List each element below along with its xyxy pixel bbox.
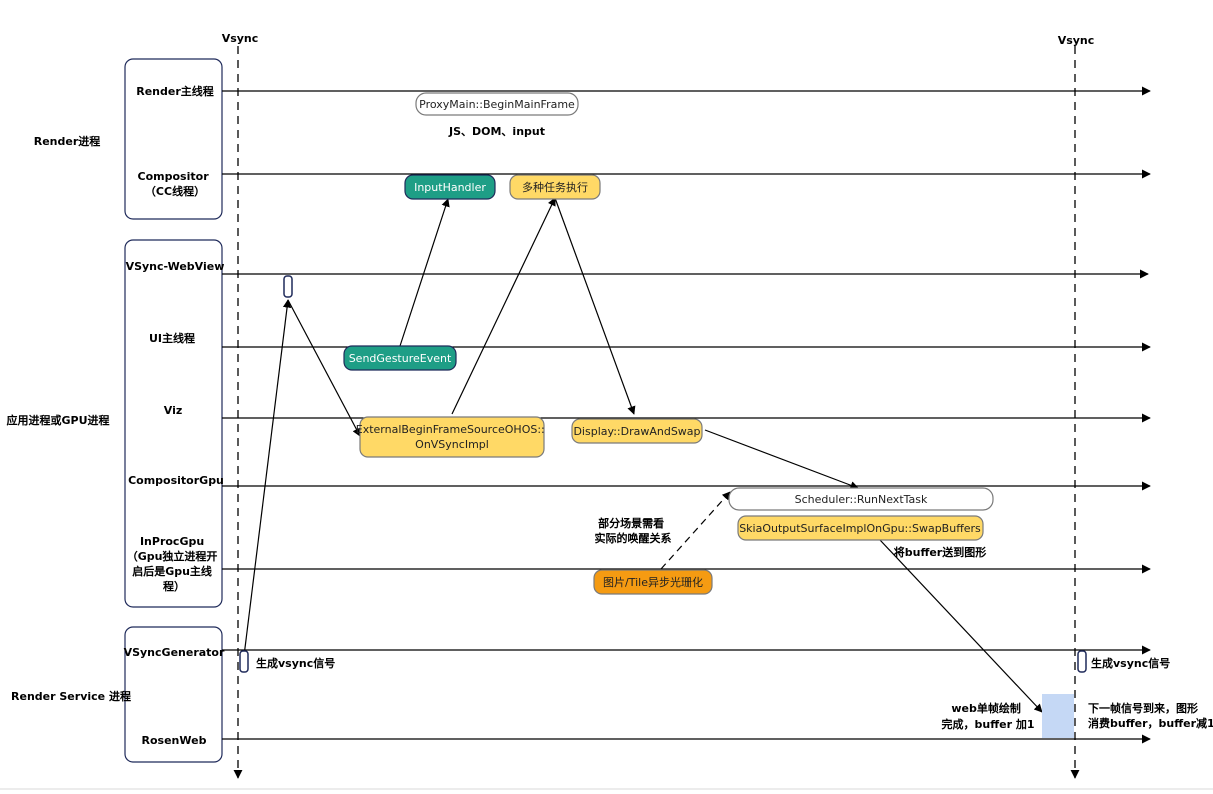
annotation-js-dom: JS、DOM、input — [448, 125, 545, 138]
lane-label-viz: Viz — [164, 404, 183, 417]
group-label-app-gpu: 应用进程或GPU进程 — [6, 413, 109, 427]
lane-label-vsync-webview: VSync-WebView — [126, 260, 225, 273]
group-box-render — [124, 58, 223, 220]
vsync-marker-webview — [283, 275, 293, 298]
task-input-handler: InputHandler — [404, 174, 496, 200]
task-proxy-main: ProxyMain::BeginMainFrame — [415, 92, 579, 116]
lane-label-inproc-gpu: InProcGpu （Gpu独立进程开 启后是Gpu主线 程） — [127, 535, 222, 593]
lane-label-render-main: Render主线程 — [136, 84, 214, 98]
annotation-gen-vsync-1: 生成vsync信号 — [256, 656, 335, 670]
lane-label-compositor: Compositor （CC线程） — [138, 170, 213, 198]
vsync-label-right: Vsync — [1058, 34, 1095, 47]
arrow-swap-to-rosen — [879, 539, 1043, 713]
arrow-display-to-scheduler — [704, 429, 859, 490]
group-label-render-service: Render Service 进程 — [11, 689, 131, 703]
task-skia-swap: SkiaOutputSurfaceImplOnGpu::SwapBuffers — [737, 515, 984, 541]
svg-text:Display::DrawAndSwap: Display::DrawAndSwap — [573, 425, 700, 438]
annotation-web-frame-done: web单帧绘制 完成，buffer 加1 — [942, 701, 1035, 731]
arrow-tile-to-scheduler — [660, 491, 731, 570]
arrow-vsync-gen-to-webview — [243, 299, 292, 657]
arrow-external-to-multitask — [451, 197, 556, 415]
svg-text:ProxyMain::BeginMainFrame: ProxyMain::BeginMainFrame — [419, 98, 575, 111]
vsync-label-left: Vsync — [222, 32, 259, 45]
svg-text:SendGestureEvent: SendGestureEvent — [349, 352, 452, 365]
vsync-marker-generator-right — [1077, 650, 1087, 673]
task-scheduler: Scheduler::RunNextTask — [728, 487, 994, 511]
group-box-app-gpu — [124, 239, 223, 608]
task-tile-raster: 图片/Tile异步光珊化 — [593, 569, 713, 595]
svg-text:图片/Tile异步光珊化: 图片/Tile异步光珊化 — [603, 575, 703, 589]
lane-label-ui-main: UI主线程 — [149, 331, 195, 345]
svg-text:InputHandler: InputHandler — [414, 181, 486, 194]
lane-label-rosen-web: RosenWeb — [142, 734, 207, 747]
annotation-next-frame: 下一帧信号到来，图形 消费buffer，buffer减1 — [1088, 701, 1213, 730]
arrow-gesture-to-input — [399, 198, 450, 347]
svg-text:多种任务执行: 多种任务执行 — [522, 180, 588, 194]
annotation-wake-note: 部分场景需看 实际的唤醒关系 — [595, 516, 672, 545]
buffer-block — [1042, 694, 1074, 738]
group-label-render: Render进程 — [34, 134, 101, 148]
svg-text:Scheduler::RunNextTask: Scheduler::RunNextTask — [795, 493, 928, 506]
svg-text:SkiaOutputSurfaceImplOnGpu::Sw: SkiaOutputSurfaceImplOnGpu::SwapBuffers — [739, 522, 981, 535]
task-display-draw: Display::DrawAndSwap — [571, 418, 703, 444]
svg-text:ExternalBeginFrameSourceOHOS::: ExternalBeginFrameSourceOHOS:: OnVSyncIm… — [356, 423, 549, 451]
annotation-gen-vsync-2: 生成vsync信号 — [1091, 656, 1170, 670]
vsync-marker-generator-left — [239, 650, 249, 673]
task-multi-task: 多种任务执行 — [509, 174, 601, 200]
arrow-webview-to-external — [287, 299, 361, 437]
task-send-gesture: SendGestureEvent — [343, 345, 457, 371]
lane-label-vsync-generator: VSyncGenerator — [124, 646, 225, 659]
lane-label-compositor-gpu: CompositorGpu — [128, 474, 224, 487]
task-external-begin-frame: ExternalBeginFrameSourceOHOS:: OnVSyncIm… — [356, 416, 549, 458]
group-box-render-service — [124, 626, 223, 763]
annotation-buffer-send: 将buffer送到图形 — [894, 545, 987, 559]
arrow-multitask-to-display — [554, 197, 636, 415]
